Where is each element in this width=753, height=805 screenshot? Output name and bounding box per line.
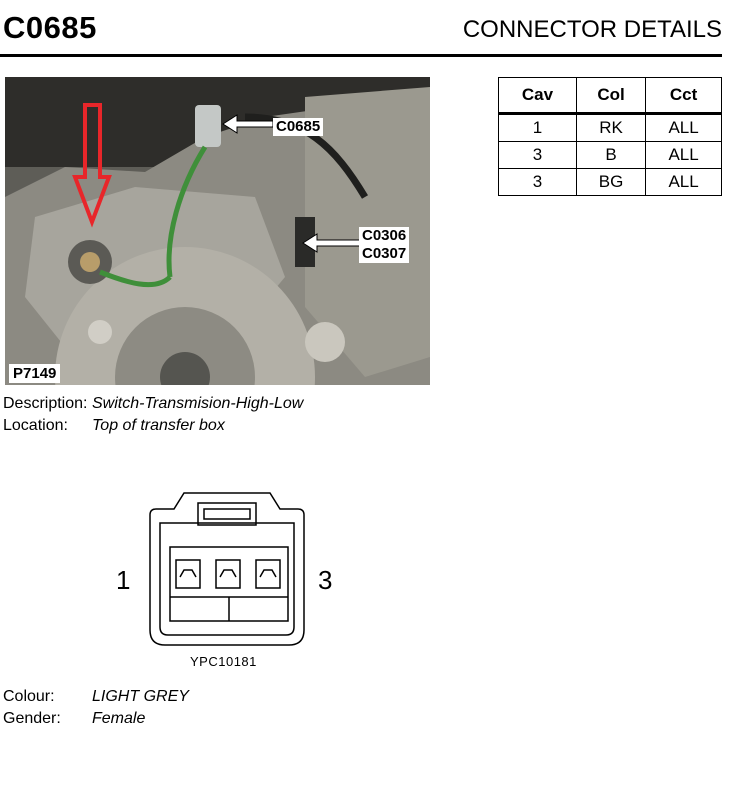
table-row: 3 B ALL xyxy=(498,141,722,169)
description-label: Description: xyxy=(3,395,88,412)
diagram-reference: YPC10181 xyxy=(190,654,257,669)
table-row: 1 RK ALL xyxy=(498,113,722,142)
table-cell: ALL xyxy=(645,168,722,196)
location-photo: C0685 C0306 C0307 P7149 xyxy=(5,77,430,385)
table-header-row: Cav Col Cct xyxy=(498,77,722,115)
callout-c0685: C0685 xyxy=(273,118,324,136)
colour-label: Colour: xyxy=(3,688,55,705)
pin-number-left: 1 xyxy=(116,565,131,595)
colour-line: Colour: LIGHT GREY xyxy=(3,688,189,706)
page-title: CONNECTOR DETAILS xyxy=(462,16,722,43)
table-row: 3 BG ALL xyxy=(498,168,722,196)
gender-line: Gender: Female xyxy=(3,710,145,728)
table-cell: ALL xyxy=(645,141,722,169)
connector-id: C0685 xyxy=(3,10,97,45)
table-cell: 3 xyxy=(498,168,577,196)
connector-details-table: Cav Col Cct 1 RK ALL 3 B ALL 3 BG ALL xyxy=(498,77,722,196)
location-line: Location: Top of transfer box xyxy=(3,417,225,435)
description-value: Switch-Transmision-High-Low xyxy=(92,395,304,412)
table-cell: BG xyxy=(575,168,647,196)
connector-face-icon xyxy=(149,492,305,646)
photo-reference: P7149 xyxy=(9,364,61,383)
gender-label: Gender: xyxy=(3,710,61,727)
description-line: Description:Switch-Transmision-High-Low xyxy=(3,395,303,413)
column-header-cct: Cct xyxy=(645,77,722,115)
column-header-cav: Cav xyxy=(498,77,577,115)
table-cell: RK xyxy=(575,113,647,142)
location-value: Top of transfer box xyxy=(92,417,225,434)
pin-number-right: 3 xyxy=(318,565,333,595)
table-cell: 1 xyxy=(498,113,577,142)
colour-value: LIGHT GREY xyxy=(92,688,189,705)
table-cell: 3 xyxy=(498,141,577,169)
table-cell: ALL xyxy=(645,113,722,142)
red-arrow-icon xyxy=(72,103,112,228)
connector-diagram: 1 3 xyxy=(112,485,352,660)
location-label: Location: xyxy=(3,417,68,434)
callout-c0307: C0307 xyxy=(359,245,410,263)
engine-photo-drawing xyxy=(5,77,430,385)
table-cell: B xyxy=(575,141,647,169)
gender-value: Female xyxy=(92,710,146,727)
callout-c0306: C0306 xyxy=(359,227,410,245)
column-header-col: Col xyxy=(575,77,647,115)
page-header: C0685 CONNECTOR DETAILS xyxy=(0,0,722,57)
